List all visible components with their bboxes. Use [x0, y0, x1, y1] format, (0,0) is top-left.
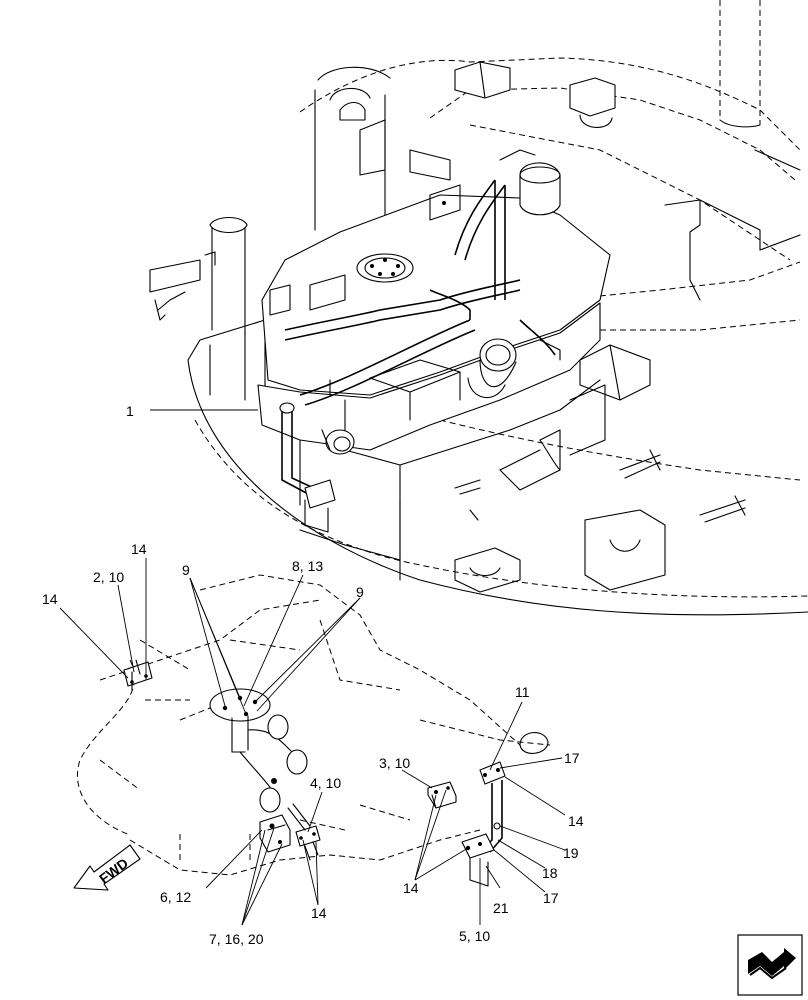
level-sender-assembly — [209, 688, 308, 813]
callout-11: 11 — [515, 684, 530, 700]
callout-14-bottom: 14 — [311, 905, 327, 921]
callout-21: 21 — [493, 900, 509, 916]
callout-14-top: 14 — [131, 541, 147, 557]
callout-9-left: 9 — [182, 562, 190, 578]
callout-1: 1 — [126, 403, 134, 419]
page-turn-arrow-icon[interactable] — [737, 934, 803, 996]
callout-labels: 1 14 14 2, 10 9 8, 13 9 11 3, 10 17 14 4… — [42, 403, 584, 947]
callout-2-10: 2, 10 — [93, 569, 124, 585]
callout-14-left: 14 — [42, 591, 58, 607]
callout-6-12: 6, 12 — [160, 889, 191, 905]
upper-frame — [149, 0, 808, 616]
callout-4-10: 4, 10 — [310, 775, 341, 791]
callout-14-right: 14 — [568, 813, 584, 829]
bracket-2 — [123, 659, 153, 691]
forward-direction-arrow: FWD — [73, 844, 141, 891]
fuel-tank — [257, 149, 611, 561]
callout-14-bottom-right: 14 — [403, 880, 419, 896]
bracket-4 — [287, 803, 321, 861]
bracket-6 — [259, 814, 291, 853]
feed-pipe-assembly — [461, 761, 506, 887]
callout-18: 18 — [542, 865, 558, 881]
bracket-3 — [427, 781, 457, 809]
callout-5-10: 5, 10 — [459, 928, 490, 944]
callout-17-bottom: 17 — [543, 890, 559, 906]
callout-19: 19 — [563, 845, 579, 861]
callout-7-16-20: 7, 16, 20 — [209, 931, 264, 947]
leader-lines — [59, 409, 566, 926]
callout-9-right: 9 — [356, 584, 364, 600]
callout-8-13: 8, 13 — [292, 558, 323, 574]
callout-3-10: 3, 10 — [379, 755, 410, 771]
callout-17-top: 17 — [564, 750, 580, 766]
